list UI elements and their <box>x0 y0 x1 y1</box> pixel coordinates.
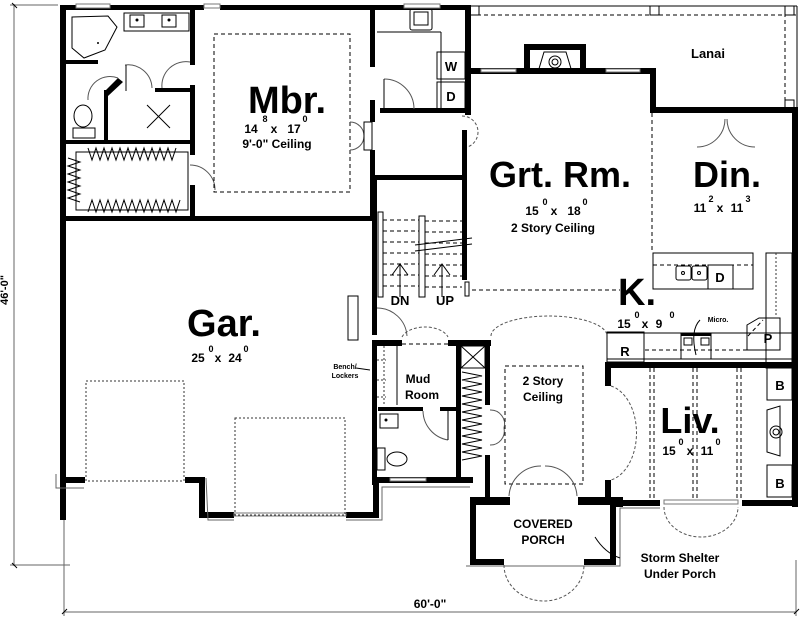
living-room-walls <box>605 362 798 538</box>
porch-label-line2: PORCH <box>521 533 564 547</box>
svg-text:15: 15 <box>662 444 676 458</box>
svg-text:Grt. Rm.: Grt. Rm. <box>489 154 631 195</box>
svg-text:0: 0 <box>669 310 674 320</box>
refrigerator-label: R <box>620 344 630 359</box>
dining-label: Din. 11 2 x 11 3 <box>693 154 761 215</box>
laundry-room <box>377 8 479 149</box>
svg-text:0: 0 <box>542 197 547 207</box>
stairs-up-label: UP <box>436 293 454 308</box>
master-bedroom-label: Mbr. 14 8 x 17 0 9'-0" Ceiling <box>242 80 326 151</box>
stairs-down-label: DN <box>391 293 410 308</box>
svg-text:0: 0 <box>634 310 639 320</box>
svg-text:x: x <box>215 351 222 365</box>
svg-text:11: 11 <box>731 201 744 215</box>
staircase <box>372 130 473 335</box>
svg-text:24: 24 <box>228 351 242 365</box>
dimension-lines <box>10 2 800 616</box>
svg-text:x: x <box>687 444 694 458</box>
svg-text:15: 15 <box>617 317 631 331</box>
bench-label-line1: Bench/ <box>333 364 356 371</box>
washer-label: W <box>445 59 458 74</box>
mud-room-walls <box>347 295 491 500</box>
svg-text:x: x <box>717 201 724 215</box>
kitchen-label: K. 15 0 x 9 0 <box>617 272 674 331</box>
porch-label-line1: COVERED <box>513 517 573 531</box>
storm-shelter-label-line2: Under Porch <box>644 567 716 581</box>
svg-text:0: 0 <box>243 344 248 354</box>
dining-french-doors <box>695 107 757 148</box>
width-dimension-label: 60'-0" <box>414 597 447 611</box>
storm-shelter-label-line1: Storm Shelter <box>641 551 720 565</box>
microwave-label: Micro. <box>708 317 729 324</box>
dishwasher-label: D <box>715 270 724 285</box>
svg-text:0: 0 <box>302 114 307 124</box>
svg-text:8: 8 <box>262 114 267 124</box>
great-room-label: Grt. Rm. 15 0 x 18 0 2 Story Ceiling <box>489 154 631 235</box>
bookcase-bottom-label: B <box>775 476 784 491</box>
svg-text:3: 3 <box>745 194 750 204</box>
kitchen-island <box>652 252 754 290</box>
svg-text:Gar.: Gar. <box>187 303 261 345</box>
living-room-label: Liv. 15 0 x 11 0 <box>660 400 720 458</box>
svg-text:2 Story Ceiling: 2 Story Ceiling <box>511 221 595 235</box>
svg-text:11: 11 <box>694 201 707 215</box>
svg-text:0: 0 <box>208 344 213 354</box>
lanai-outline <box>469 5 798 112</box>
mbr-double-door <box>349 121 365 151</box>
svg-text:9: 9 <box>656 317 663 331</box>
svg-text:x: x <box>551 204 558 218</box>
kitchen-counters <box>606 252 793 369</box>
svg-text:x: x <box>271 122 278 136</box>
fireplace-icon <box>537 51 573 73</box>
svg-text:18: 18 <box>567 204 581 218</box>
lanai-label: Lanai <box>691 46 725 61</box>
svg-text:9'-0" Ceiling: 9'-0" Ceiling <box>242 137 311 151</box>
svg-text:2: 2 <box>708 194 713 204</box>
master-bath-fixtures <box>71 12 191 139</box>
garage-parking-spaces <box>85 380 346 516</box>
svg-text:14: 14 <box>244 122 258 136</box>
foyer-label-line1: 2 Story <box>523 374 564 388</box>
svg-text:Mbr.: Mbr. <box>248 80 326 122</box>
depth-dimension-label: 46'-0" <box>0 275 11 305</box>
mud-room-label-line2: Room <box>405 388 439 402</box>
svg-text:11: 11 <box>701 444 714 458</box>
exterior-walls <box>60 5 798 565</box>
pantry-label: P <box>764 331 773 346</box>
svg-text:0: 0 <box>678 437 683 447</box>
bookcase-top-label: B <box>775 378 784 393</box>
svg-text:Liv.: Liv. <box>660 400 719 441</box>
foyer <box>489 315 608 602</box>
svg-text:15: 15 <box>525 204 539 218</box>
walk-in-closet <box>66 146 216 214</box>
svg-text:17: 17 <box>287 122 301 136</box>
storm-shelter-leader <box>594 536 621 559</box>
master-suite-walls <box>66 5 376 221</box>
foundation-outline <box>55 474 660 567</box>
svg-text:Din.: Din. <box>693 154 761 195</box>
windows <box>75 3 739 517</box>
dryer-label: D <box>446 89 455 104</box>
foyer-label-line2: Ceiling <box>523 390 563 404</box>
garage-label: Gar. 25 0 x 24 0 <box>187 303 261 365</box>
svg-text:0: 0 <box>715 437 720 447</box>
bench-label-line2: Lockers <box>332 373 359 380</box>
svg-text:0: 0 <box>582 197 587 207</box>
mud-room-label-line1: Mud <box>406 372 431 386</box>
svg-text:25: 25 <box>191 351 205 365</box>
svg-text:K.: K. <box>618 272 656 314</box>
svg-text:x: x <box>642 317 649 331</box>
